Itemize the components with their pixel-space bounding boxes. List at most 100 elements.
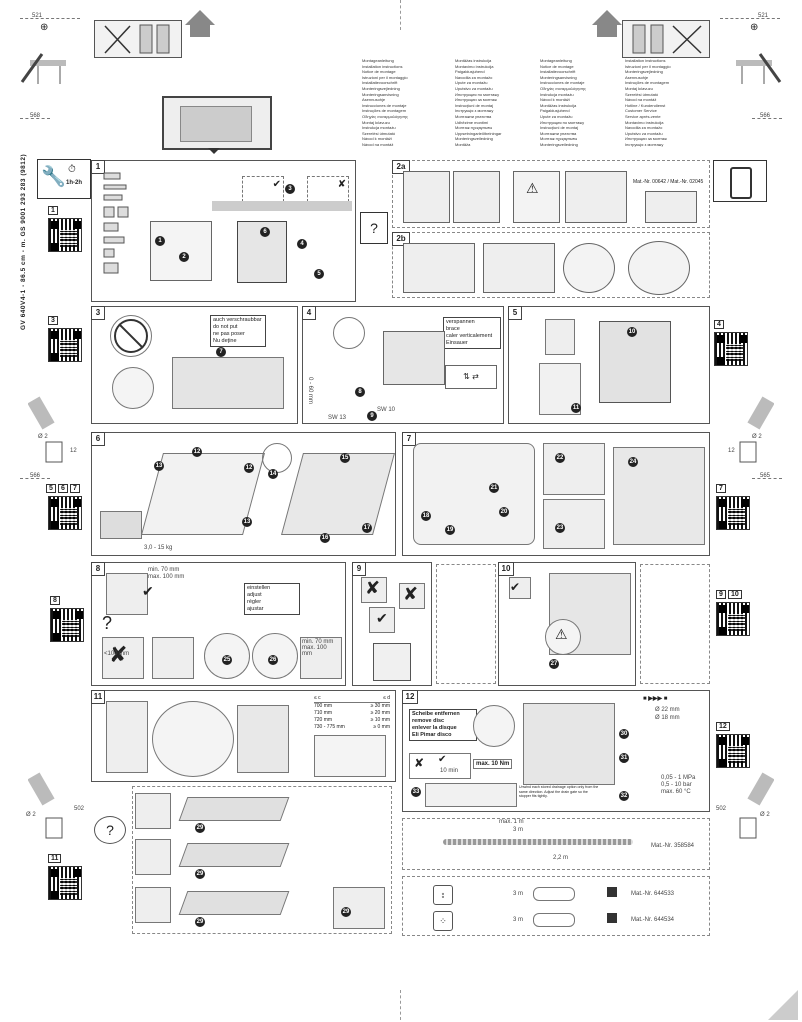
material-number-cord-1: Mat.-Nr. 644533 bbox=[631, 891, 675, 897]
callout-29: 29 bbox=[341, 907, 351, 917]
qr-label: 4 bbox=[714, 320, 724, 329]
step-10-detail bbox=[640, 564, 710, 684]
page-curl-icon bbox=[768, 990, 798, 1020]
callout-29: 29 bbox=[195, 917, 205, 927]
callout-21: 21 bbox=[489, 483, 499, 493]
callout-13: 13 bbox=[154, 461, 164, 471]
qr-code-icon[interactable] bbox=[48, 328, 82, 362]
cord-length-2: 3 m bbox=[513, 917, 524, 923]
qr-label: 9 bbox=[716, 590, 726, 599]
ok-detail: ✔ bbox=[242, 176, 284, 202]
spanner-size-10: SW 10 bbox=[377, 407, 396, 413]
step-9-detail bbox=[436, 564, 496, 684]
callout-3: 3 bbox=[285, 184, 295, 194]
panel-number: 5 bbox=[508, 306, 522, 320]
qr-label: 1 bbox=[48, 206, 58, 215]
qr-label: 11 bbox=[48, 854, 62, 863]
callout-13: 13 bbox=[242, 517, 252, 527]
step-panel-6: 6 13 12 12 13 14 15 16 17 3,0 - 15 kg bbox=[91, 432, 396, 556]
qr-code-icon[interactable] bbox=[48, 866, 82, 900]
cord-length-1: 3 m bbox=[513, 891, 524, 897]
qr-code-icon[interactable] bbox=[716, 496, 750, 530]
qr-code-icon[interactable] bbox=[716, 602, 750, 636]
step-panel-2b: 2b bbox=[392, 232, 710, 298]
drill-depth: 12 bbox=[70, 448, 77, 454]
flag-icon bbox=[607, 887, 617, 897]
callout-29: 29 bbox=[195, 823, 205, 833]
hose-length: 3 m bbox=[513, 827, 524, 833]
material-number-hose: Mat.-Nr. 358584 bbox=[651, 843, 695, 849]
panel-number: 9 bbox=[352, 562, 366, 576]
niche-sketch bbox=[403, 243, 475, 293]
callout-15: 15 bbox=[340, 453, 350, 463]
qr-code-icon[interactable] bbox=[714, 332, 748, 366]
step-panel-1: 1 1 2 6 4 3 5 ✔ ✘ bbox=[91, 160, 356, 302]
dim-521-left: 521 bbox=[32, 13, 43, 19]
weight-range: 3,0 - 15 kg bbox=[144, 545, 173, 551]
detail-circle bbox=[628, 241, 690, 295]
adjust-feet-icon: ⇅ ⇄ bbox=[445, 365, 497, 389]
callout-31: 31 bbox=[619, 753, 629, 763]
cabinet-sketch bbox=[565, 171, 627, 223]
qr-code-icon[interactable] bbox=[716, 734, 750, 768]
diam-22: Ø 22 mm bbox=[655, 707, 680, 713]
drill-icon bbox=[728, 772, 775, 842]
kitchen-sketch bbox=[172, 357, 284, 409]
callout-12: 12 bbox=[192, 447, 202, 457]
power-cord-panel: ⦂ 3 m Mat.-Nr. 644533 ⁘ 3 m Mat.-Nr. 644… bbox=[402, 876, 710, 936]
clearance-sketch bbox=[314, 735, 386, 777]
cabinet-sketch bbox=[403, 171, 450, 223]
socket-icon: ⦂ bbox=[433, 885, 453, 905]
panel-number: 6 bbox=[91, 432, 105, 446]
panel-number: 2b bbox=[392, 232, 410, 246]
fold-line bbox=[400, 990, 401, 1020]
callout-22: 22 bbox=[555, 453, 565, 463]
torque-label: max. 10 Nm bbox=[473, 759, 513, 769]
qr-label: 7 bbox=[70, 484, 80, 493]
diam-18: Ø 18 mm bbox=[655, 715, 680, 721]
arrow-up-icon bbox=[592, 10, 622, 25]
panel-number: 10 bbox=[498, 562, 514, 576]
p8-dim-range: min. 70 mm max. 100 mm bbox=[302, 639, 334, 657]
hinge-detail bbox=[543, 443, 605, 495]
qr-code-icon[interactable] bbox=[50, 608, 84, 642]
gap-sketch bbox=[152, 637, 194, 679]
qr-code-icon[interactable] bbox=[48, 496, 82, 530]
callout-24: 24 bbox=[628, 457, 638, 467]
callout-20: 20 bbox=[499, 507, 509, 517]
panel-number: 2a bbox=[392, 160, 410, 174]
door-install-sketch bbox=[413, 443, 535, 545]
down-arrow-icon bbox=[208, 148, 220, 154]
callout-27: 27 bbox=[549, 659, 559, 669]
callout-2: 2 bbox=[179, 252, 189, 262]
qr-label: 3 bbox=[48, 316, 58, 325]
pencil-marking-icon bbox=[736, 44, 782, 84]
callout-8: 8 bbox=[355, 387, 365, 397]
wrong-gap-sketch: ✘ bbox=[102, 637, 144, 679]
cabinet-front-sketch bbox=[373, 643, 411, 681]
product-code-vertical: GV 640V4-1 - 86.5 cm - m. GS 9001 293 28… bbox=[20, 153, 27, 330]
cutting-sketch-right bbox=[622, 20, 710, 58]
tools-time-box: 🔧 ⏱ 1h-2h bbox=[37, 159, 91, 199]
callout-9: 9 bbox=[367, 411, 377, 421]
dim-line bbox=[752, 478, 782, 479]
level-detail bbox=[333, 317, 365, 349]
material-number-cord-2: Mat.-Nr. 644534 bbox=[631, 917, 675, 923]
qr-code-icon[interactable] bbox=[48, 218, 82, 252]
prohibited-detail bbox=[110, 315, 152, 357]
question-cloud-icon: ? bbox=[94, 816, 126, 844]
dim-566-right: 566 bbox=[760, 113, 771, 119]
callout-23: 23 bbox=[555, 523, 565, 533]
cabinet-x-sketch: ✘ bbox=[399, 583, 425, 609]
hose-extension-panel: 3 m max. 1 m 2,2 m Mat.-Nr. 358584 bbox=[402, 818, 710, 870]
drill-icon bbox=[27, 396, 74, 466]
door-top-sketch bbox=[106, 573, 148, 615]
panel-number: 3 bbox=[91, 306, 105, 320]
option-sketch bbox=[135, 839, 171, 875]
drain-warning-text: Unwind each stored drainage option only … bbox=[519, 785, 599, 799]
